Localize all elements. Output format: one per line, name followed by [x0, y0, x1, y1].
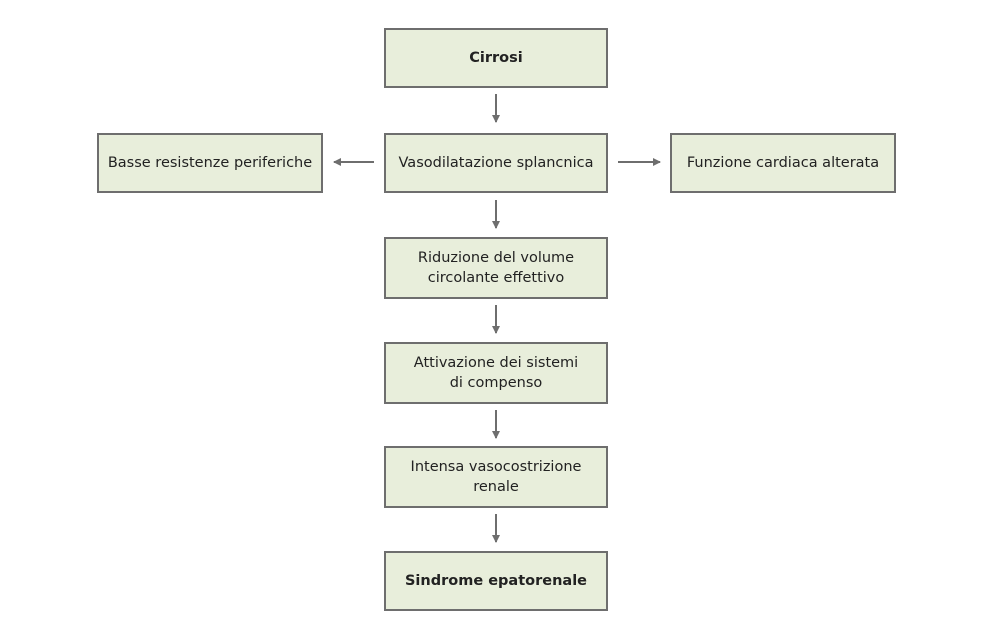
node-cirrosi-label: Cirrosi — [469, 50, 523, 66]
node-riduzione-label-line1: Riduzione del volume — [417, 250, 575, 266]
node-intensa-vasocostrizione: Intensa vasocostrizione renale — [384, 446, 608, 508]
node-funzione-cardiaca-alterata: Funzione cardiaca alterata — [670, 133, 896, 193]
node-vasodilatazione-label: Vasodilatazione splancnica — [398, 155, 594, 171]
node-funzione-cardiaca-label: Funzione cardiaca alterata — [686, 155, 880, 171]
node-sindrome-label: Sindrome epatorenale — [404, 573, 587, 589]
node-attivazione-label-line2: di compenso — [449, 375, 543, 391]
node-riduzione-label-line2: circolante effettivo — [427, 270, 565, 286]
node-basse-resistenze-label: Basse resistenze periferiche — [107, 155, 313, 171]
node-attivazione-sistemi: Attivazione dei sistemi di compenso — [384, 342, 608, 404]
node-vasocostrizione-label-line2: renale — [473, 479, 519, 495]
node-cirrosi: Cirrosi — [384, 28, 608, 88]
node-sindrome-epatorenale: Sindrome epatorenale — [384, 551, 608, 611]
node-vasodilatazione-splancnica: Vasodilatazione splancnica — [384, 133, 608, 193]
node-basse-resistenze-periferiche: Basse resistenze periferiche — [97, 133, 323, 193]
node-riduzione-volume: Riduzione del volume circolante effettiv… — [384, 237, 608, 299]
node-attivazione-label-line1: Attivazione dei sistemi — [413, 355, 579, 371]
node-vasocostrizione-label-line1: Intensa vasocostrizione — [410, 459, 582, 475]
